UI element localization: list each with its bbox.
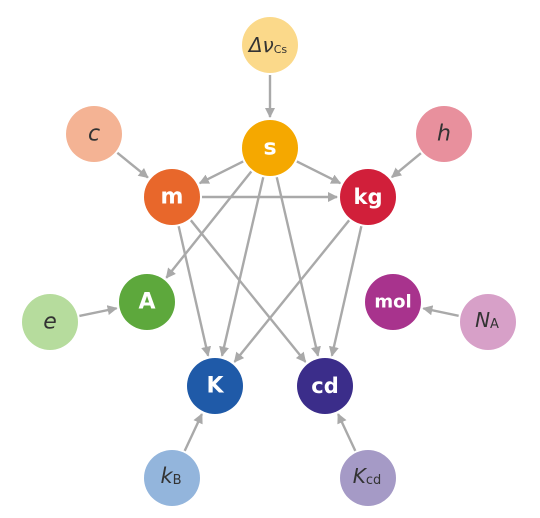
constant-Kcd-subscript: cd (366, 473, 381, 488)
unit-cd-circle (297, 358, 353, 414)
constant-e-circle (22, 294, 78, 350)
unit-node-kg: kg (340, 169, 396, 225)
arrow-NA-to-mol (422, 305, 459, 317)
constant-h-label: h (437, 122, 451, 147)
defining-constants: ΔνCs c h e kB Kcd (22, 17, 516, 506)
arrow-e-to-A (79, 305, 118, 318)
unit-node-A: A (119, 274, 175, 330)
arrow-m-to-cd (189, 219, 307, 363)
unit-A-label: A (138, 290, 155, 315)
unit-node-s: s (242, 120, 298, 176)
constant-NA-label: NA (475, 308, 499, 332)
arrow-c-to-m (116, 151, 149, 179)
unit-node-mol: mol (365, 274, 421, 330)
constant-kB-label: kB (160, 464, 181, 488)
constant-node-kB: kB (144, 450, 200, 506)
constant-e-label: e (43, 310, 57, 335)
arrow-m-to-K (177, 225, 212, 357)
constant-kB-subscript: B (173, 473, 182, 488)
constant-c-circle (66, 106, 122, 162)
constant-node-dnu: ΔνCs (242, 17, 298, 73)
constant-NA-circle (460, 294, 516, 350)
unit-A-circle (119, 274, 175, 330)
arrow-s-to-m (198, 160, 244, 185)
constant-node-c: c (66, 106, 122, 162)
constant-node-Kcd: Kcd (340, 450, 396, 506)
unit-node-K: K (187, 358, 243, 414)
arrow-s-to-cd (275, 176, 321, 357)
constant-NA-symbol: N (475, 308, 490, 332)
constant-kB-symbol: k (160, 464, 173, 488)
constant-Kcd-symbol: K (353, 464, 368, 488)
constant-h-circle (416, 106, 472, 162)
constant-NA-subscript: A (490, 317, 499, 332)
unit-mol-label: mol (374, 292, 411, 313)
unit-mol-circle (365, 274, 421, 330)
arrow-kg-to-K (233, 219, 351, 363)
constant-Kcd-circle (340, 450, 396, 506)
constant-Kcd-label: Kcd (353, 464, 382, 488)
constant-node-e: e (22, 294, 78, 350)
constant-node-h: h (416, 106, 472, 162)
unit-kg-circle (340, 169, 396, 225)
unit-m-label: m (161, 185, 184, 210)
unit-node-cd: cd (297, 358, 353, 414)
unit-K-label: K (206, 374, 224, 399)
arrow-s-to-K (219, 176, 265, 357)
constant-dnu-circle (242, 17, 298, 73)
unit-cd-label: cd (311, 374, 338, 398)
unit-kg-label: kg (354, 185, 383, 209)
constant-node-NA: NA (460, 294, 516, 350)
constant-dnu-symbol: Δν (247, 33, 274, 57)
arrow-kB-to-K (183, 413, 203, 452)
unit-m-circle (144, 169, 200, 225)
constant-dnu-label: ΔνCs (247, 33, 288, 57)
unit-s-label: s (263, 136, 276, 161)
arrow-s-to-kg (296, 160, 342, 185)
arrow-kg-to-cd (328, 225, 363, 357)
arrow-s-to-A (165, 170, 253, 279)
arrow-Kcd-to-cd (337, 413, 357, 452)
unit-node-m: m (144, 169, 200, 225)
unit-K-circle (187, 358, 243, 414)
dependency-arrows (79, 75, 459, 452)
unit-s-circle (242, 120, 298, 176)
constant-c-label: c (88, 122, 100, 147)
constant-dnu-subscript: Cs (274, 43, 288, 56)
constant-kB-circle (144, 450, 200, 506)
base-units: s m kg A K cd mol (119, 120, 421, 414)
arrow-h-to-kg (391, 152, 422, 179)
